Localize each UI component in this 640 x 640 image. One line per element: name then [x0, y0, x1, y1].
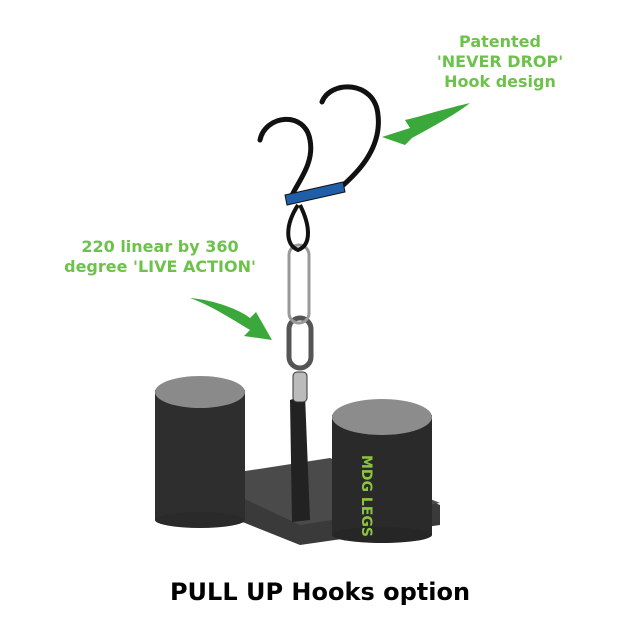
callout-line: 'NEVER DROP' — [436, 52, 564, 71]
callout-never-drop-hook: Patented 'NEVER DROP' Hook design — [420, 32, 580, 92]
hook-sleeve — [284, 181, 346, 206]
arrow-icon-never-drop — [382, 103, 470, 145]
caption: PULL UP Hooks option — [169, 578, 471, 606]
callout-line: Hook design — [444, 72, 556, 91]
arrow-icon-live-action — [190, 298, 272, 340]
callout-line: 220 linear by 360 — [81, 237, 239, 256]
carabiner — [287, 243, 311, 325]
chain-link — [286, 315, 314, 371]
swivel — [292, 371, 308, 403]
brand-logo: MDG LEGS — [358, 455, 374, 537]
right-handle-cylinder: MDG LEGS — [332, 399, 432, 543]
left-handle-cylinder — [155, 376, 245, 528]
right-hook — [319, 84, 381, 191]
callout-live-action: 220 linear by 360 degree 'LIVE ACTION' — [40, 237, 280, 277]
callout-line: degree 'LIVE ACTION' — [64, 257, 256, 276]
left-hook — [257, 116, 314, 203]
callout-line: Patented — [459, 32, 541, 51]
hook-loop — [286, 203, 310, 253]
center-plate — [290, 395, 310, 522]
